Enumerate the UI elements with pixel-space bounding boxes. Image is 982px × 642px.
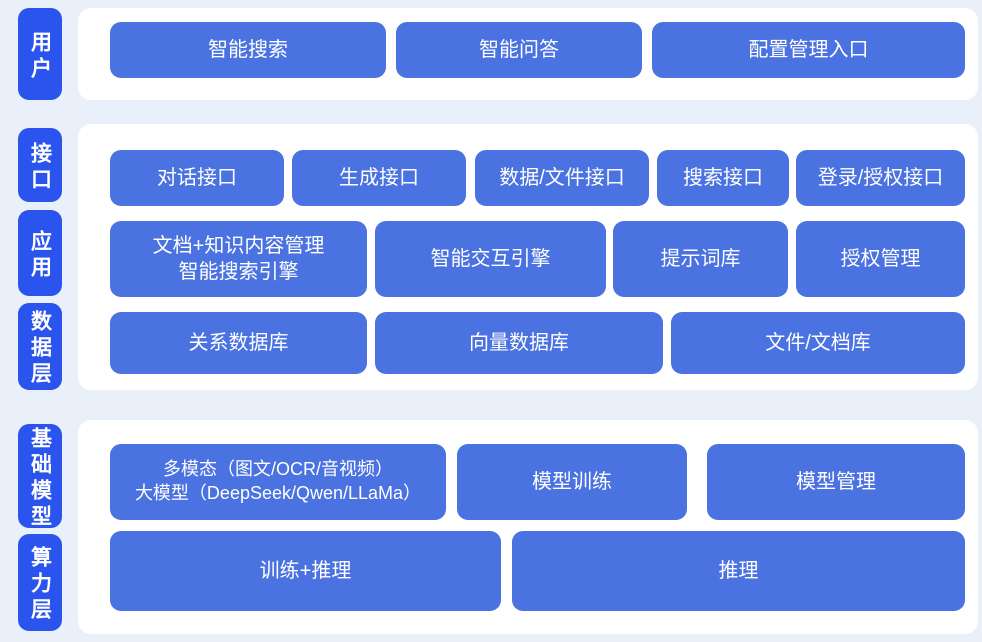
card-search-api[interactable]: 搜索接口 <box>657 150 789 206</box>
card-smart-qa[interactable]: 智能问答 <box>396 22 642 78</box>
card-inference[interactable]: 推理 <box>512 531 965 611</box>
layer-tab-application-label: 应用 <box>28 229 52 282</box>
card-generation-api[interactable]: 生成接口 <box>292 150 466 206</box>
layer-tab-foundation-model-label: 基础模型 <box>28 426 52 531</box>
card-prompt-library[interactable]: 提示词库 <box>613 221 788 297</box>
card-vector-database[interactable]: 向量数据库 <box>375 312 663 374</box>
card-file-document-store[interactable]: 文件/文档库 <box>671 312 965 374</box>
layer-tab-compute-label: 算力层 <box>28 546 52 624</box>
layer-tab-data[interactable]: 数据层 <box>18 303 62 390</box>
card-training-inference[interactable]: 训练+推理 <box>110 531 501 611</box>
card-login-auth-api[interactable]: 登录/授权接口 <box>796 150 965 206</box>
layer-tab-data-label: 数据层 <box>28 310 52 388</box>
card-doc-knowledge-management[interactable]: 文档+知识内容管理 智能搜索引擎 <box>110 221 367 297</box>
card-authorization-management[interactable]: 授权管理 <box>796 221 965 297</box>
layer-tab-application[interactable]: 应用 <box>18 210 62 296</box>
card-smart-interaction-engine[interactable]: 智能交互引擎 <box>375 221 606 297</box>
card-model-training[interactable]: 模型训练 <box>457 444 687 520</box>
card-smart-search[interactable]: 智能搜索 <box>110 22 386 78</box>
card-config-management-entry[interactable]: 配置管理入口 <box>652 22 965 78</box>
layer-tab-compute[interactable]: 算力层 <box>18 534 62 631</box>
card-relational-database[interactable]: 关系数据库 <box>110 312 367 374</box>
card-multimodal-large-model[interactable]: 多模态（图文/OCR/音视频） 大模型（DeepSeek/Qwen/LLaMa） <box>110 444 446 520</box>
card-model-management[interactable]: 模型管理 <box>707 444 965 520</box>
layer-tab-user-label: 用户 <box>28 30 52 83</box>
layer-tab-interface-label: 接口 <box>28 141 52 194</box>
layer-tab-interface[interactable]: 接口 <box>18 128 62 202</box>
layer-tab-user[interactable]: 用户 <box>18 8 62 100</box>
card-dialog-api[interactable]: 对话接口 <box>110 150 284 206</box>
card-data-file-api[interactable]: 数据/文件接口 <box>475 150 649 206</box>
layer-tab-foundation-model[interactable]: 基础模型 <box>18 424 62 531</box>
